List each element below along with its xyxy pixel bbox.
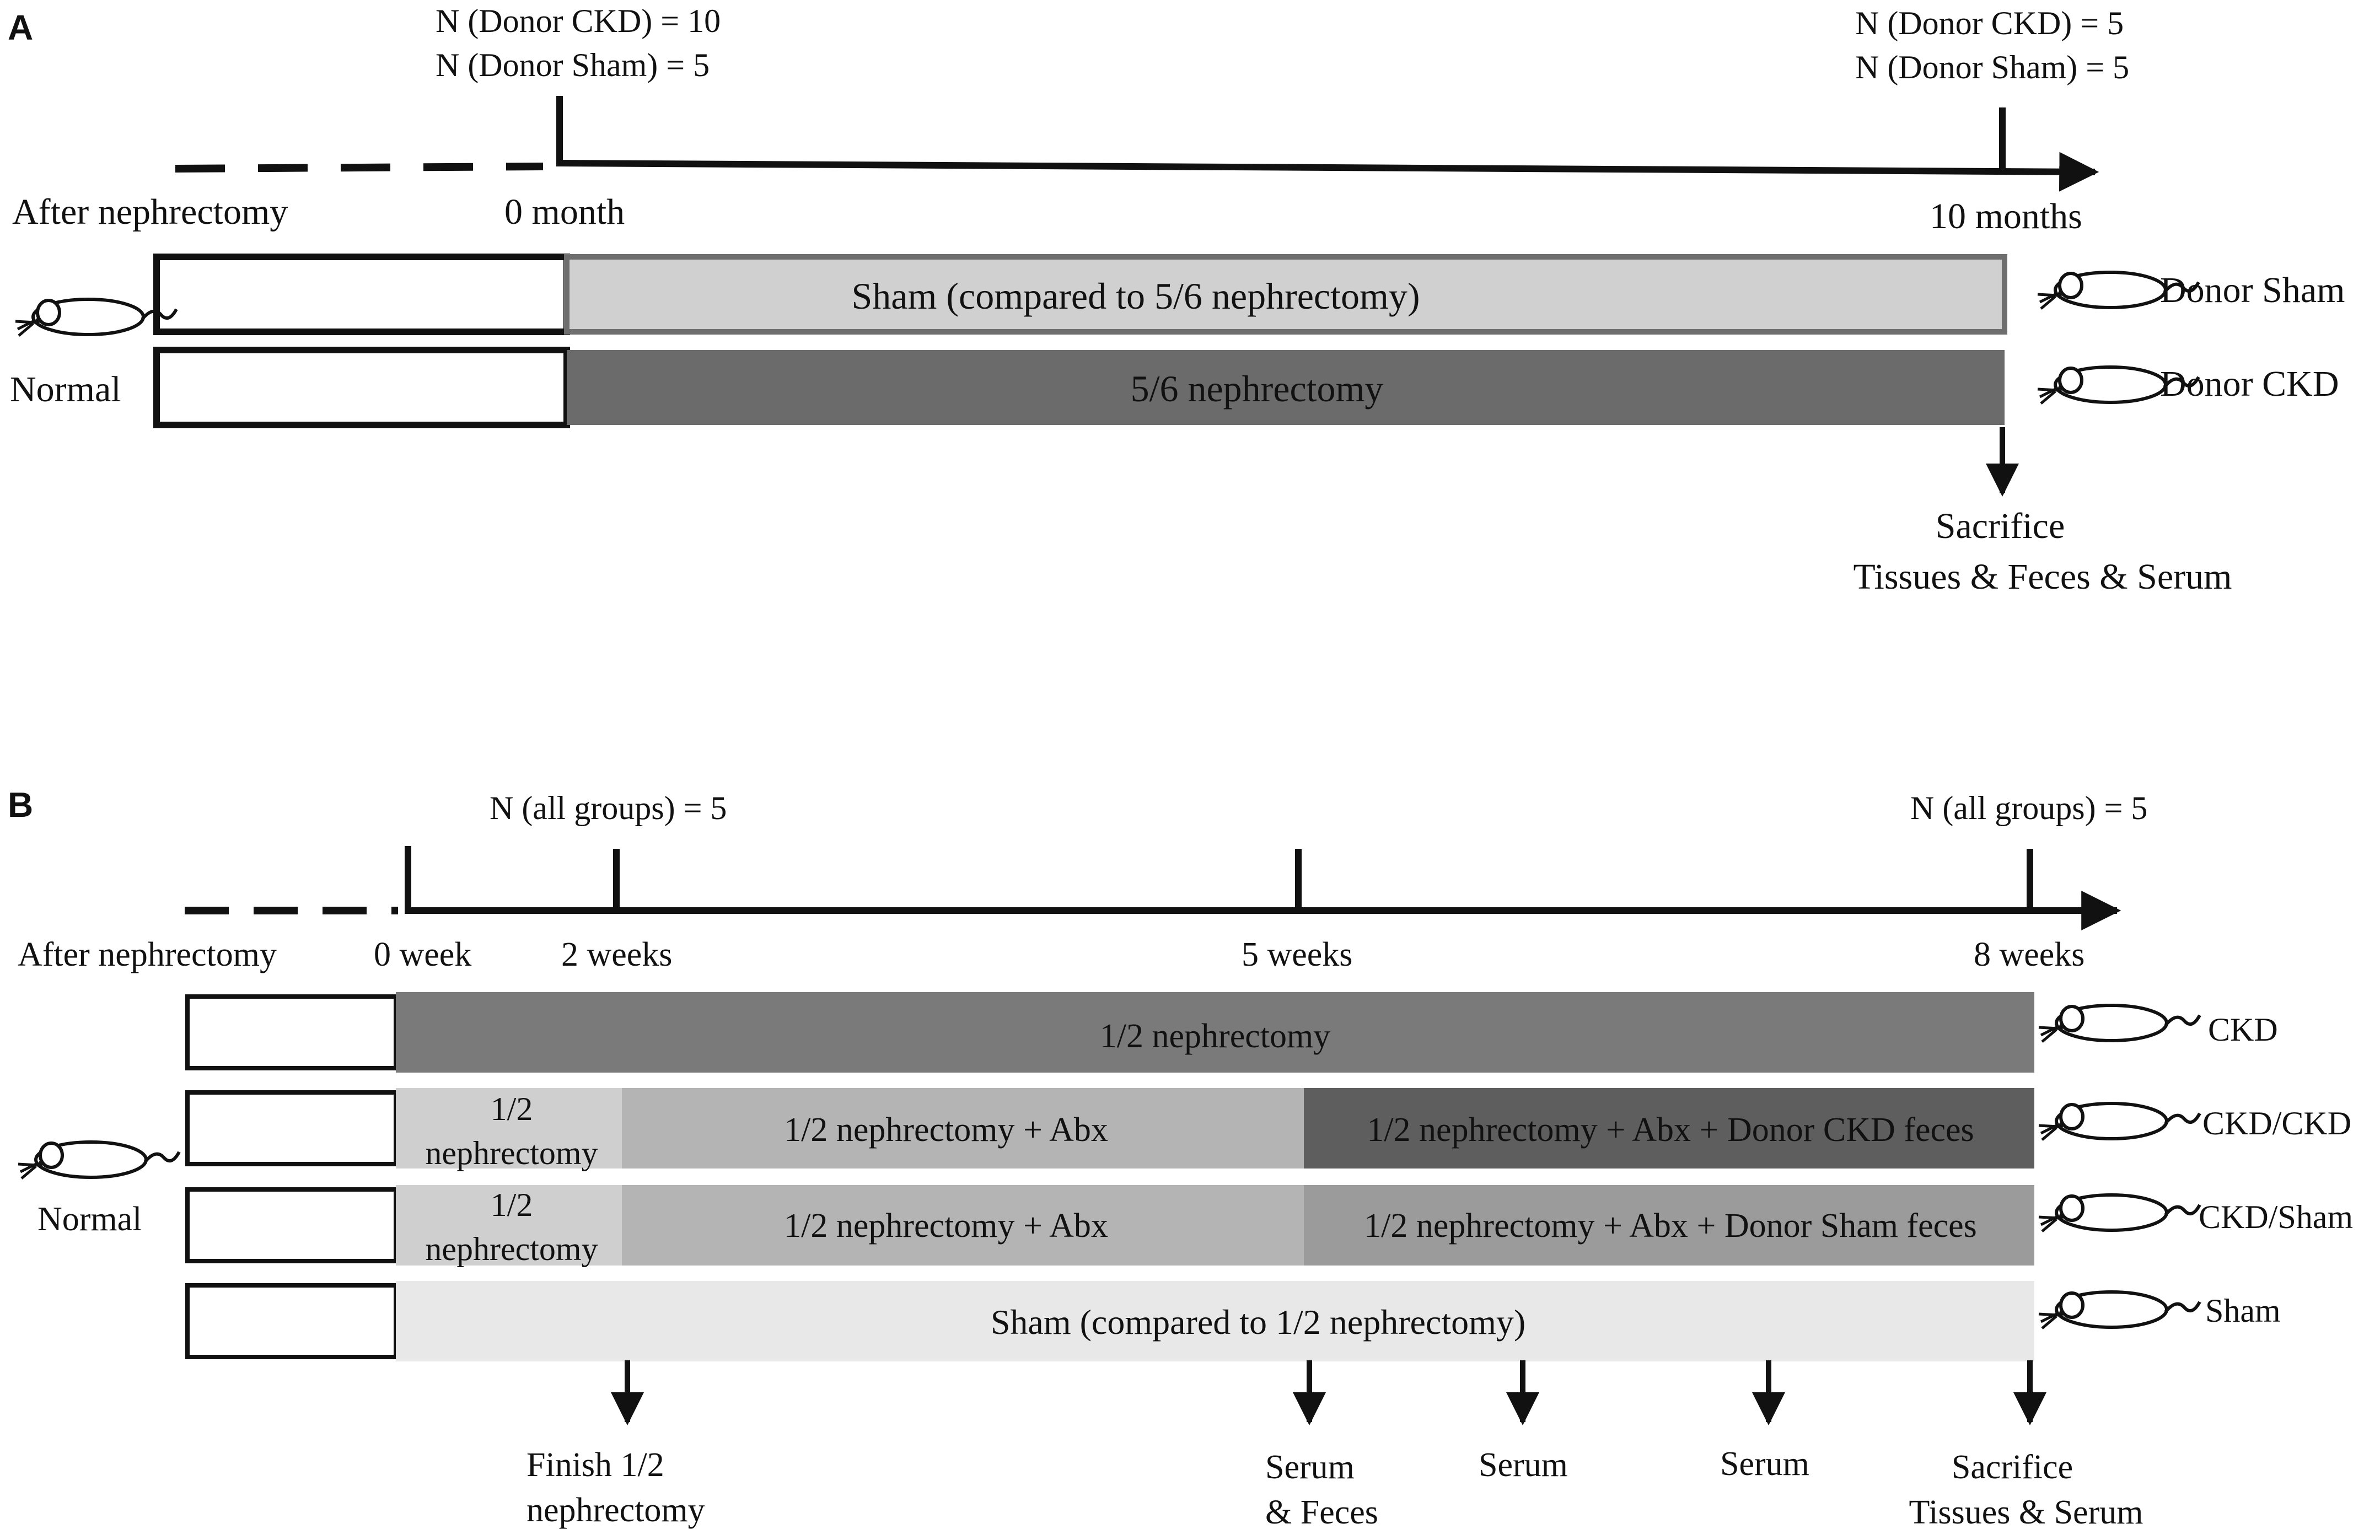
panel-b: B N (all groups) = 5 N (all groups) = 5 … — [8, 785, 2353, 1531]
panel-a: A N (Donor CKD) = 10 N (Donor Sham) = 5 … — [8, 3, 2345, 597]
n-end-ckd: N (Donor CKD) = 5 — [1855, 5, 2124, 41]
t-end-label-a: 10 months — [1930, 196, 2082, 236]
baseline-box-row2 — [185, 1090, 398, 1166]
timeline-arrow-a — [559, 152, 2099, 192]
ckdsham-p3-label: 1/2 nephrectomy + Abx + Donor Sham feces — [1364, 1207, 1977, 1245]
baseline-box-row4 — [185, 1283, 398, 1359]
bar-ckdckd-phase2 — [622, 1088, 1304, 1169]
baseline-box-ckd — [153, 347, 570, 428]
n-start-sham: N (Donor Sham) = 5 — [436, 47, 710, 83]
collect-label-b: Tissues & Serum — [1909, 1494, 2143, 1531]
mouse-icon — [15, 299, 176, 336]
panel-b-label: B — [8, 785, 33, 825]
ckdckd-p2-label: 1/2 nephrectomy + Abx — [784, 1111, 1108, 1149]
t8-label-b: 8 weeks — [1974, 936, 2084, 973]
n-end-b: N (all groups) = 5 — [1910, 790, 2147, 826]
group-ckd: CKD — [2208, 1011, 2278, 1048]
n-end-sham: N (Donor Sham) = 5 — [1855, 49, 2129, 85]
collect-label-a: Tissues & Feces & Serum — [1854, 557, 2232, 597]
mouse-icon — [2039, 1005, 2200, 1042]
mouse-icon — [2039, 1195, 2200, 1231]
bar-sham-label-b: Sham (compared to 1/2 nephrectomy) — [991, 1302, 1525, 1342]
bar-ckd-label-a: 5/6 nephrectomy — [1131, 368, 1384, 410]
ckdsham-p1-line2: nephrectomy — [425, 1231, 598, 1267]
ckdckd-p1-line1: 1/2 — [491, 1091, 533, 1127]
mouse-icon — [2039, 1103, 2200, 1140]
bar-ckdsham-phase2 — [622, 1185, 1304, 1266]
ckdckd-p3-label: 1/2 nephrectomy + Abx + Donor CKD feces — [1367, 1111, 1974, 1149]
t5-label-b: 5 weeks — [1242, 936, 1352, 973]
bar-ckd-label-b: 1/2 nephrectomy — [1100, 1017, 1330, 1055]
panel-a-label: A — [8, 8, 33, 47]
ckdsham-p2-label: 1/2 nephrectomy + Abx — [784, 1207, 1108, 1245]
group-sham: Sham — [2205, 1293, 2281, 1329]
normal-label-b: Normal — [37, 1200, 142, 1238]
bar-ckdckd-phase1 — [396, 1088, 622, 1169]
group-donor-sham: Donor Sham — [2160, 270, 2345, 310]
n-start-b: N (all groups) = 5 — [490, 790, 727, 826]
pre-timeline-dashes — [175, 163, 544, 173]
group-ckdckd: CKD/CKD — [2202, 1105, 2351, 1141]
bar-ckd-a — [567, 350, 2005, 425]
bar-sham-label-a: Sham (compared to 5/6 nephrectomy) — [851, 275, 1420, 317]
bar-ckdsham-phase1 — [396, 1185, 622, 1266]
bar-sham-a — [564, 254, 2007, 335]
serum-label-b: Serum — [1720, 1445, 1809, 1483]
group-donor-ckd: Donor CKD — [2160, 364, 2339, 404]
t0-label-a: 0 month — [504, 192, 625, 232]
t0-label-b: 0 week — [374, 936, 471, 973]
after-nephrectomy-a: After nephrectomy — [12, 192, 288, 232]
ckdsham-p1-line1: 1/2 — [491, 1187, 533, 1223]
ckdckd-p1-line2: nephrectomy — [425, 1135, 598, 1171]
baseline-box-row1 — [185, 994, 398, 1070]
serum-label-a: Serum — [1479, 1446, 1568, 1484]
serum-feces-line2: & Feces — [1265, 1494, 1378, 1531]
t2-label-b: 2 weeks — [561, 936, 672, 973]
finish-line1: Finish 1/2 — [526, 1446, 664, 1484]
after-nephrectomy-b: After nephrectomy — [18, 936, 277, 973]
sacrifice-label-b: Sacrifice — [1952, 1449, 2073, 1486]
bar-ckd-b — [396, 992, 2034, 1073]
bar-sham-b — [396, 1281, 2034, 1361]
group-ckdsham: CKD/Sham — [2199, 1199, 2353, 1235]
mouse-icon — [18, 1142, 179, 1178]
baseline-box-row3 — [185, 1187, 398, 1263]
bar-ckdckd-phase3 — [1304, 1088, 2034, 1169]
baseline-box-sham — [153, 254, 570, 335]
finish-line2: nephrectomy — [526, 1491, 705, 1529]
bar-ckdsham-phase3 — [1304, 1185, 2034, 1266]
serum-feces-line1: Serum — [1265, 1449, 1355, 1486]
mouse-icon — [2039, 1292, 2200, 1328]
n-start-ckd: N (Donor CKD) = 10 — [436, 3, 721, 39]
normal-label-a: Normal — [10, 369, 121, 410]
sacrifice-label-a: Sacrifice — [1936, 506, 2065, 546]
